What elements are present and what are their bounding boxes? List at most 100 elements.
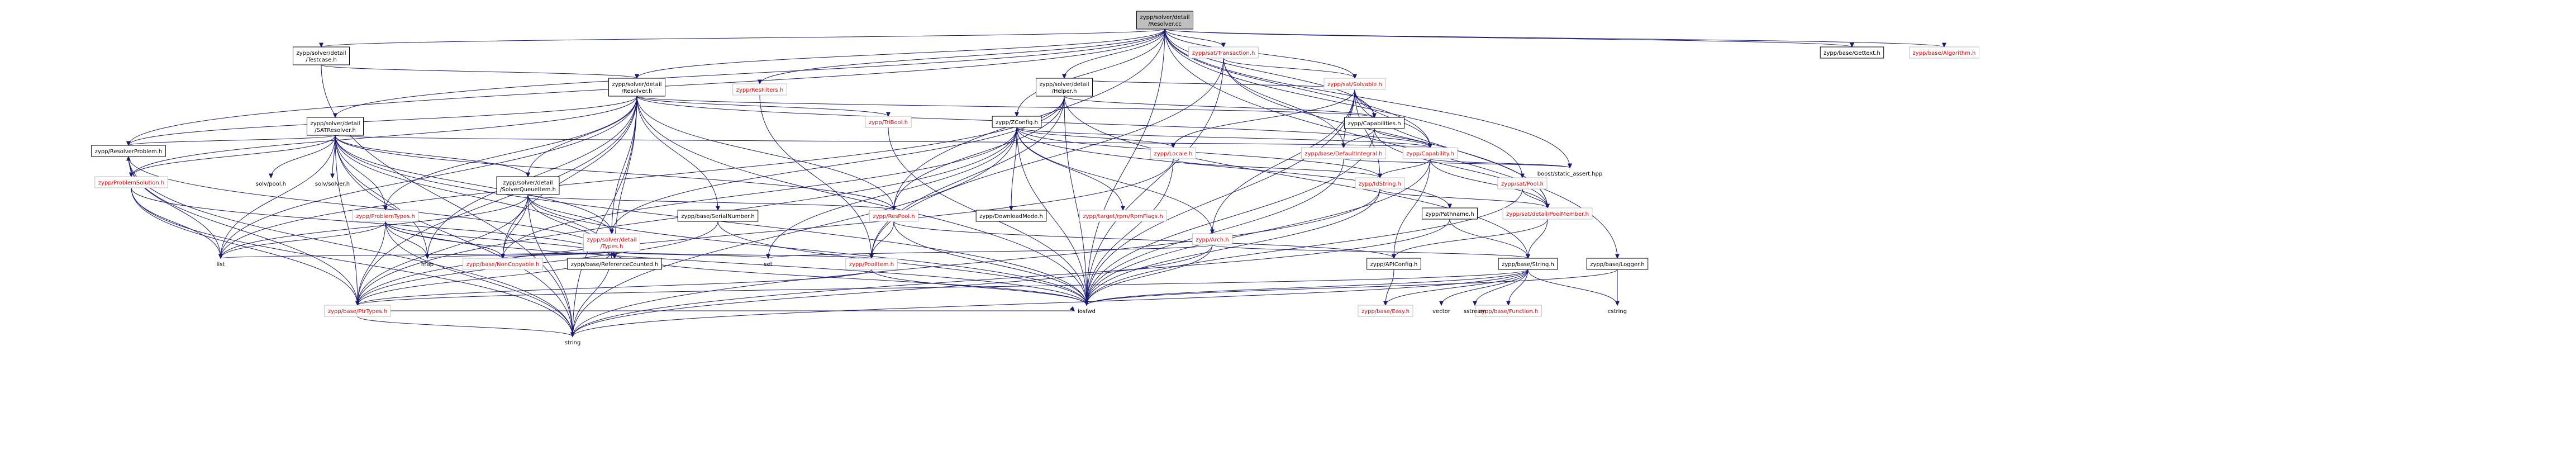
dependency-edge <box>1064 96 1087 306</box>
graph-node[interactable]: zypp/base/Logger.h <box>1586 258 1649 270</box>
graph-node[interactable]: zypp/ZConfig.h <box>992 116 1042 128</box>
dependency-edge <box>1508 269 1529 306</box>
dependency-edge <box>131 135 336 177</box>
node-label: zypp/sat/Solvable.h <box>1327 82 1382 88</box>
graph-node[interactable]: zypp/sat/detail/PoolMember.h <box>1502 207 1593 220</box>
node-label: zypp/sat/Transaction.h <box>1192 50 1255 56</box>
graph-node[interactable]: zypp/APIConfig.h <box>1366 258 1421 270</box>
dependency-edge <box>1164 29 1375 118</box>
graph-node[interactable]: zypp/solver/detail/SolverQueueItem.h <box>496 176 560 195</box>
dependency-edge <box>321 29 1165 48</box>
node-box <box>1301 147 1387 159</box>
graph-node[interactable]: zypp/ProblemTypes.h <box>352 210 419 222</box>
dependency-edge <box>1086 29 1165 306</box>
graph-node[interactable]: zypp/Pathname.h <box>1421 207 1478 220</box>
graph-node[interactable]: zypp/Capabilities.h <box>1344 117 1405 129</box>
dependency-edge <box>1086 158 1344 306</box>
node-box <box>352 210 419 222</box>
graph-node[interactable]: zypp/base/Function.h <box>1475 305 1542 317</box>
dependency-edge <box>527 194 1087 306</box>
dependency-edge <box>759 94 872 259</box>
graph-node[interactable]: zypp/Locale.h <box>1150 147 1196 159</box>
dependency-edge <box>1164 29 1523 178</box>
graph-node[interactable]: zypp/ResolverProblem.h <box>91 145 166 157</box>
dependency-edge <box>357 96 637 306</box>
graph-node[interactable]: zypp/ResPool.h <box>869 210 919 222</box>
graph-node[interactable]: zypp/base/Gettext.h <box>1820 46 1884 59</box>
edge-arrowhead <box>126 141 131 146</box>
graph-node[interactable]: zypp/IdString.h <box>1355 177 1405 190</box>
dependency-edge <box>572 127 1017 337</box>
graph-node[interactable]: zypp/base/String.h <box>1498 258 1558 270</box>
dependency-edge <box>1173 89 1355 148</box>
graph-node[interactable]: zypp/base/NonCopyable.h <box>463 258 543 270</box>
graph-node[interactable]: zypp/base/SerialNumber.h <box>677 210 759 222</box>
edge-arrowhead <box>886 112 891 117</box>
dependency-edge <box>220 194 528 259</box>
node-label: solv/solver.h <box>315 181 350 187</box>
dependency-edge <box>385 221 573 337</box>
dependency-edge <box>1527 269 1618 306</box>
graph-node[interactable]: zypp/sat/Pool.h <box>1497 177 1547 190</box>
graph-node[interactable]: zypp/base/DefaultIntegral.h <box>1301 147 1387 159</box>
node-label: zypp/Capabilities.h <box>1347 121 1401 127</box>
graph-node[interactable]: zypp/solver/detail/Helper.h <box>1036 78 1093 97</box>
dependency-edge <box>427 251 612 259</box>
dependency-edge <box>636 96 1087 306</box>
edge-arrowhead <box>501 254 505 259</box>
node-label: zypp/APIConfig.h <box>1370 262 1418 268</box>
dependency-edge <box>893 221 1394 259</box>
graph-node[interactable]: zypp/base/PtrTypes.h <box>324 305 391 317</box>
dependency-edge <box>1086 269 1618 306</box>
edge-arrowhead <box>1473 301 1477 306</box>
dependency-edge <box>572 244 1213 337</box>
node-label: zypp/base/Gettext.h <box>1823 50 1880 56</box>
dependency-edge <box>1064 96 1375 118</box>
graph-node[interactable]: zypp/Capability.h <box>1402 147 1458 159</box>
dependency-edge <box>332 135 336 178</box>
dependency-edge <box>1064 96 1529 259</box>
dependency-edge <box>220 251 612 259</box>
graph-node[interactable]: zypp/solver/detail/Resolver.h <box>608 78 665 97</box>
node-label: zypp/base/ReferenceCounted.h <box>571 262 659 268</box>
graph-node[interactable]: zypp/TriBool.h <box>865 116 912 128</box>
graph-node[interactable]: zypp/ProblemSolution.h <box>94 176 168 188</box>
graph-node[interactable]: zypp/base/Algorithm.h <box>1909 46 1979 59</box>
graph-node[interactable]: zypp/sat/Solvable.h <box>1323 78 1386 90</box>
graph-node[interactable]: zypp/DownloadMode.h <box>975 210 1047 222</box>
node-label: zypp/ProblemSolution.h <box>98 180 164 186</box>
graph-node[interactable]: zypp/base/Easy.h <box>1358 305 1413 317</box>
graph-node[interactable]: zypp/target/rpm/RpmFlags.h <box>1079 210 1167 222</box>
graph-node[interactable]: zypp/PoolItem.h <box>845 258 898 270</box>
graph-node[interactable]: zypp/base/ReferenceCounted.h <box>567 258 662 270</box>
edge-arrowhead <box>1506 301 1511 306</box>
node-label: /Resolver.h <box>622 88 653 94</box>
graph-node[interactable]: zypp/ResFilters.h <box>732 83 787 96</box>
node-label: boost/static_assert.hpp <box>1537 171 1602 177</box>
graph-node[interactable]: zypp/solver/detail/SATResolver.h <box>307 117 364 136</box>
dependency-edge <box>220 221 386 259</box>
graph-node[interactable]: zypp/solver/detail/Types.h <box>583 233 640 252</box>
dependency-edge <box>128 96 637 146</box>
dependency-edge <box>1086 188 1523 306</box>
edge-arrowhead <box>1121 206 1125 211</box>
dependency-edge <box>131 187 573 337</box>
graph-node[interactable]: zypp/solver/detail/Testcase.h <box>293 46 350 65</box>
node-label: /SATResolver.h <box>315 127 356 134</box>
node-box <box>1036 78 1093 97</box>
edge-arrowhead <box>218 254 223 259</box>
edge-arrowhead <box>869 254 874 259</box>
dependency-edge <box>768 244 1213 259</box>
dependency-edge <box>335 135 528 177</box>
graph-node: zypp/solver/detail/Resolver.cc <box>1136 11 1193 30</box>
dependency-edge <box>357 158 1174 306</box>
node-label: zypp/PoolItem.h <box>849 262 894 268</box>
edge-arrowhead <box>1171 143 1175 149</box>
node-label: map <box>421 262 434 268</box>
edge-arrowhead <box>766 254 770 259</box>
node-box <box>1188 46 1259 59</box>
graph-node[interactable]: zypp/Arch.h <box>1192 233 1233 245</box>
node-box <box>1421 207 1478 220</box>
node-label: sstream <box>1464 309 1486 315</box>
graph-node[interactable]: zypp/sat/Transaction.h <box>1188 46 1259 59</box>
